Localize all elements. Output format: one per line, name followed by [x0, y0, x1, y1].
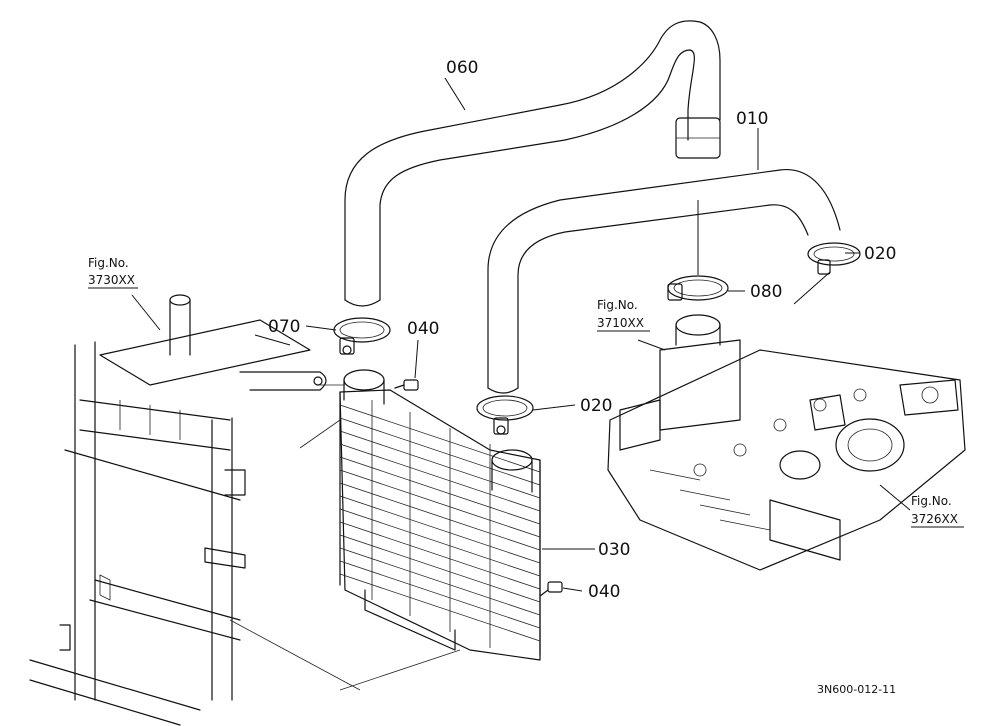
hose-060 — [344, 20, 721, 307]
label-070: 070 — [268, 317, 300, 337]
bolt-040-lower — [539, 581, 563, 597]
fig-ref-3710xx-line2: 3710XX — [597, 316, 644, 330]
clamp-070 — [333, 317, 391, 355]
fig-ref-3726xx-line2: 3726XX — [911, 512, 958, 526]
clamp-020-lower — [476, 395, 534, 435]
fig-ref-3710xx: Fig.No. 3710XX — [597, 298, 650, 332]
radiator-frame-3730xx — [29, 294, 327, 726]
label-020-lower: 020 — [580, 396, 612, 416]
fig-ref-3730xx-line2: 3730XX — [88, 273, 135, 287]
label-040-lower: 040 — [588, 582, 620, 602]
bolt-040-upper — [394, 379, 419, 391]
label-030: 030 — [598, 540, 630, 560]
fig-ref-3726xx-line1: Fig.No. — [911, 494, 952, 508]
clamp-020-upper — [807, 242, 861, 275]
drawing-number: 3N600-012-11 — [817, 683, 896, 696]
leader-lines — [131, 77, 911, 691]
intercooler-030 — [339, 369, 541, 661]
label-010: 010 — [736, 109, 768, 129]
fig-ref-3726xx: Fig.No. 3726XX — [911, 494, 964, 528]
fig-ref-3730xx-line1: Fig.No. — [88, 256, 129, 270]
engine-head-assembly — [607, 314, 966, 571]
fig-ref-3730xx: Fig.No. 3730XX — [88, 256, 138, 289]
hose-010 — [487, 168, 841, 394]
clamp-080 — [667, 275, 729, 301]
label-040-upper: 040 — [407, 319, 439, 339]
label-060: 060 — [446, 58, 478, 78]
label-020-upper: 020 — [864, 244, 896, 264]
fig-ref-3710xx-line1: Fig.No. — [597, 298, 638, 312]
label-080: 080 — [750, 282, 782, 302]
